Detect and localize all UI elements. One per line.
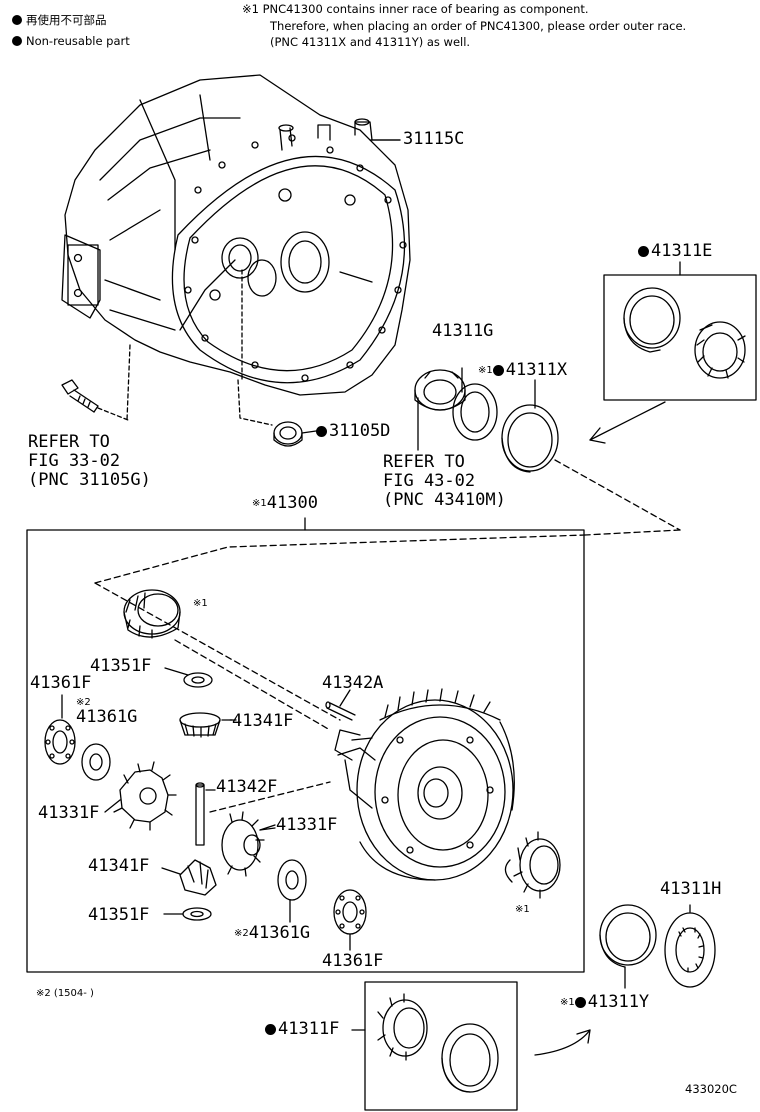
ref2-line1: REFER TO xyxy=(383,452,465,472)
note-line-1: ※1 PNC41300 contains inner race of beari… xyxy=(242,2,589,16)
arrowhead-41311e xyxy=(589,427,606,444)
non-reusable-dot-icon xyxy=(638,246,649,257)
diff-case-ring-gear-drawing xyxy=(334,688,515,881)
label-41311e: 41311E xyxy=(638,242,712,261)
label-41361f-left: 41361F xyxy=(30,673,92,693)
note-line-2: Therefore, when placing an order of PNC4… xyxy=(270,19,687,33)
bearing-41311e-drawing xyxy=(623,287,746,379)
transaxle-housing-drawing xyxy=(61,74,411,426)
bearing-inner-race-top-drawing xyxy=(123,589,181,639)
ref1-line3: (PNC 31105G) xyxy=(28,470,151,490)
label-41331f-left: 41331F xyxy=(38,803,100,823)
dash-outline-low xyxy=(209,781,331,813)
label-41331f-right: 41331F xyxy=(276,815,338,835)
gear-41361f-left-drawing xyxy=(44,694,76,765)
arrowhead-41311f xyxy=(576,1029,591,1044)
bearing-group-drawing xyxy=(414,367,681,536)
note-mark: ※1 xyxy=(242,2,259,16)
arrow-41311f xyxy=(534,1029,591,1056)
label-41311f-text: 41311F xyxy=(278,1019,340,1039)
label-41351f-bottom: 41351F xyxy=(88,905,150,925)
mark-41311x: ※1 xyxy=(478,365,493,376)
mark-41361g-bottom: ※2 xyxy=(234,928,249,939)
mark-bearing-bottom: ※1 xyxy=(515,904,530,915)
arrow-41311e xyxy=(589,401,666,441)
washer-41351f-top-drawing xyxy=(164,667,213,688)
shaft-41342f-drawing xyxy=(195,782,216,846)
gear-41341f-top-drawing xyxy=(179,712,233,738)
mark-41311y: ※1 xyxy=(560,997,575,1008)
washer-41361g-bottom-drawing xyxy=(277,859,307,923)
label-41311g: 41311G xyxy=(432,321,494,341)
ref2-line2: FIG 43-02 xyxy=(383,471,476,491)
washer-41351f-bottom-drawing xyxy=(163,907,212,921)
label-41311e-text: 41311E xyxy=(651,241,713,261)
label-41361g-bottom: ※241361G xyxy=(234,924,310,943)
shim-41311h-drawing xyxy=(664,904,716,988)
note-line-1-text: PNC41300 contains inner race of bearing … xyxy=(262,2,589,16)
dash-outline-diag xyxy=(94,582,341,721)
oil-seal-drawing xyxy=(273,421,317,447)
ref1-line2: FIG 33-02 xyxy=(28,451,121,471)
bearing-41311f-drawing xyxy=(377,993,499,1093)
non-reusable-dot-icon xyxy=(316,426,327,437)
mark-2-range: ※2 (1504- ) xyxy=(36,988,94,999)
ref2-line3: (PNC 43410M) xyxy=(383,490,506,510)
label-41311x-text: 41311X xyxy=(505,360,568,380)
bearing-inner-race-bottom-drawing xyxy=(504,831,561,899)
dash-outline-inner xyxy=(174,639,331,731)
gear-41361f-bottom-drawing xyxy=(333,889,367,951)
label-41361g-bottom-text: 41361G xyxy=(248,923,311,943)
label-41300: ※141300 xyxy=(252,494,318,513)
mark-41361g-left: ※2 xyxy=(76,697,91,708)
label-31115c: 31115C xyxy=(403,129,465,149)
label-41341f-bottom: 41341F xyxy=(88,856,150,876)
note-line-3: (PNC 41311X and 41311Y) as well. xyxy=(270,35,471,49)
label-41351f-top: 41351F xyxy=(90,656,152,676)
non-reusable-dot-icon xyxy=(492,365,504,376)
label-31105d: 31105D xyxy=(316,422,390,441)
non-reusable-dot-icon xyxy=(12,36,22,46)
non-reusable-dot-icon xyxy=(574,997,586,1008)
figure-id: 433020C xyxy=(685,1082,737,1096)
legend-en: Non-reusable part xyxy=(12,34,130,48)
dash-outline-top xyxy=(94,534,586,584)
legend-en-text: Non-reusable part xyxy=(26,34,130,48)
gear-41341f-bottom-drawing xyxy=(161,859,217,896)
gear-41331f-left-drawing xyxy=(104,761,177,831)
ref1-line1: REFER TO xyxy=(28,432,110,452)
leader-41331f-right xyxy=(259,827,276,831)
label-41341f-top: 41341F xyxy=(232,711,294,731)
washer-41361g-left-drawing xyxy=(81,743,111,781)
label-41311x: ※1 41311X xyxy=(478,361,567,380)
non-reusable-dot-icon xyxy=(265,1024,276,1035)
mark-bearing-top: ※1 xyxy=(193,598,208,609)
mark-41300: ※1 xyxy=(252,498,267,509)
bearing-41311y-drawing xyxy=(599,904,657,989)
label-41300-text: 41300 xyxy=(266,493,318,513)
non-reusable-dot-icon xyxy=(12,15,22,25)
pin-41342a-drawing xyxy=(325,689,356,721)
gear-41331f-right-drawing xyxy=(221,811,276,877)
legend-jp-text: 再使用不可部品 xyxy=(26,13,107,27)
label-31105d-text: 31105D xyxy=(329,421,391,441)
box-41311e xyxy=(603,274,757,401)
label-41311y-text: 41311Y xyxy=(587,992,650,1012)
label-41342f: 41342F xyxy=(216,777,278,797)
label-41361f-bottom: 41361F xyxy=(322,951,384,971)
bolt-drawing xyxy=(61,379,129,421)
label-41311y: ※1 41311Y xyxy=(560,993,649,1012)
label-41311f: 41311F xyxy=(265,1020,339,1039)
label-41311h: 41311H xyxy=(660,879,722,899)
label-41361g-left: 41361G xyxy=(76,707,138,727)
box-41311f xyxy=(364,981,518,1111)
legend-jp: 再使用不可部品 xyxy=(12,13,107,27)
label-41342a: 41342A xyxy=(322,673,384,693)
